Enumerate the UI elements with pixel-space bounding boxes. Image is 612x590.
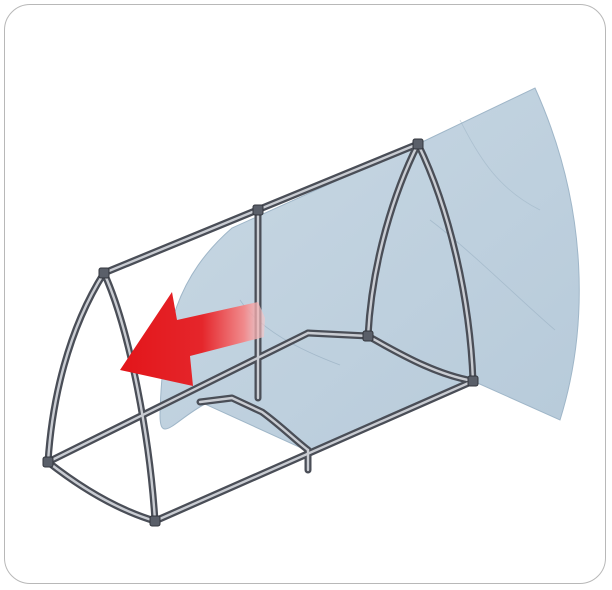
page [0, 0, 612, 590]
illustration [0, 0, 612, 590]
